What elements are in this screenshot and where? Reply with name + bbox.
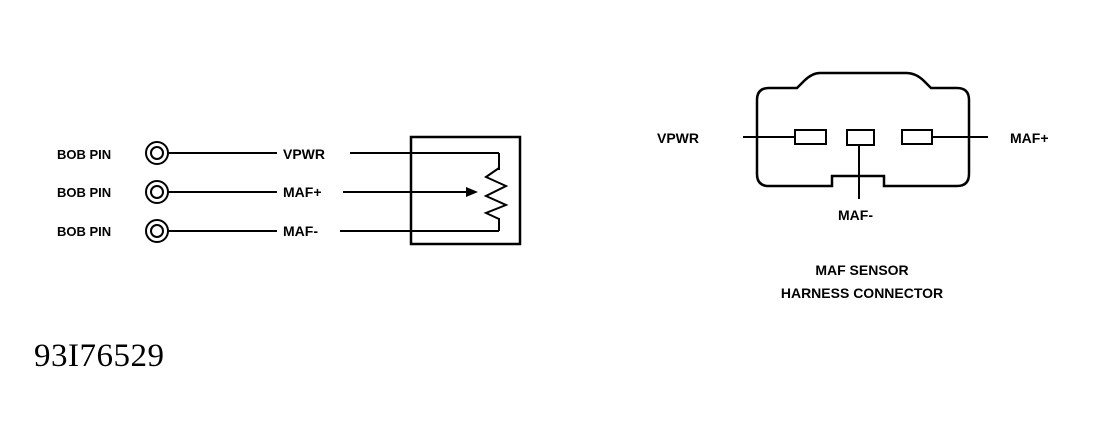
- terminal-slot-middle: [846, 129, 875, 146]
- connector-caption-line2: HARNESS CONNECTOR: [781, 285, 943, 301]
- bob-pin-jack-inner-1: [150, 146, 164, 160]
- connector-label-mafplus: MAF+: [1010, 130, 1049, 146]
- connector-label-mafminus: MAF-: [838, 207, 873, 223]
- resistor-zigzag-icon: [483, 167, 509, 220]
- figure-id: 93I76529: [34, 338, 165, 374]
- maf-sensor-box: [409, 135, 522, 246]
- bob-pin-jack-inner-2: [150, 185, 164, 199]
- bob-pin-label-1: BOB PIN: [57, 147, 111, 162]
- bob-pin-jack-3: [145, 219, 169, 243]
- harness-connector: VPWR MAF+ MAF- MAF SENSOR HARNESS CONNEC…: [657, 71, 1049, 301]
- breakout-circuit: BOB PIN VPWR BOB PIN MAF+ BOB PIN MAF-: [57, 135, 522, 246]
- signal-label-mafminus: MAF-: [283, 223, 318, 239]
- bob-pin-jack-2: [145, 180, 169, 204]
- connector-label-vpwr: VPWR: [657, 130, 699, 146]
- wiper-arrow-icon: [466, 187, 478, 197]
- bob-pin-label-3: BOB PIN: [57, 224, 111, 239]
- terminal-slot-right: [901, 129, 933, 145]
- bob-pin-jack-inner-3: [150, 224, 164, 238]
- connector-caption-line1: MAF SENSOR: [815, 262, 908, 278]
- bob-pin-label-2: BOB PIN: [57, 185, 111, 200]
- bob-pin-jack-1: [145, 141, 169, 165]
- connector-outline: [755, 71, 971, 188]
- signal-label-mafplus: MAF+: [283, 184, 322, 200]
- signal-label-vpwr: VPWR: [283, 146, 325, 162]
- terminal-slot-left: [794, 129, 827, 145]
